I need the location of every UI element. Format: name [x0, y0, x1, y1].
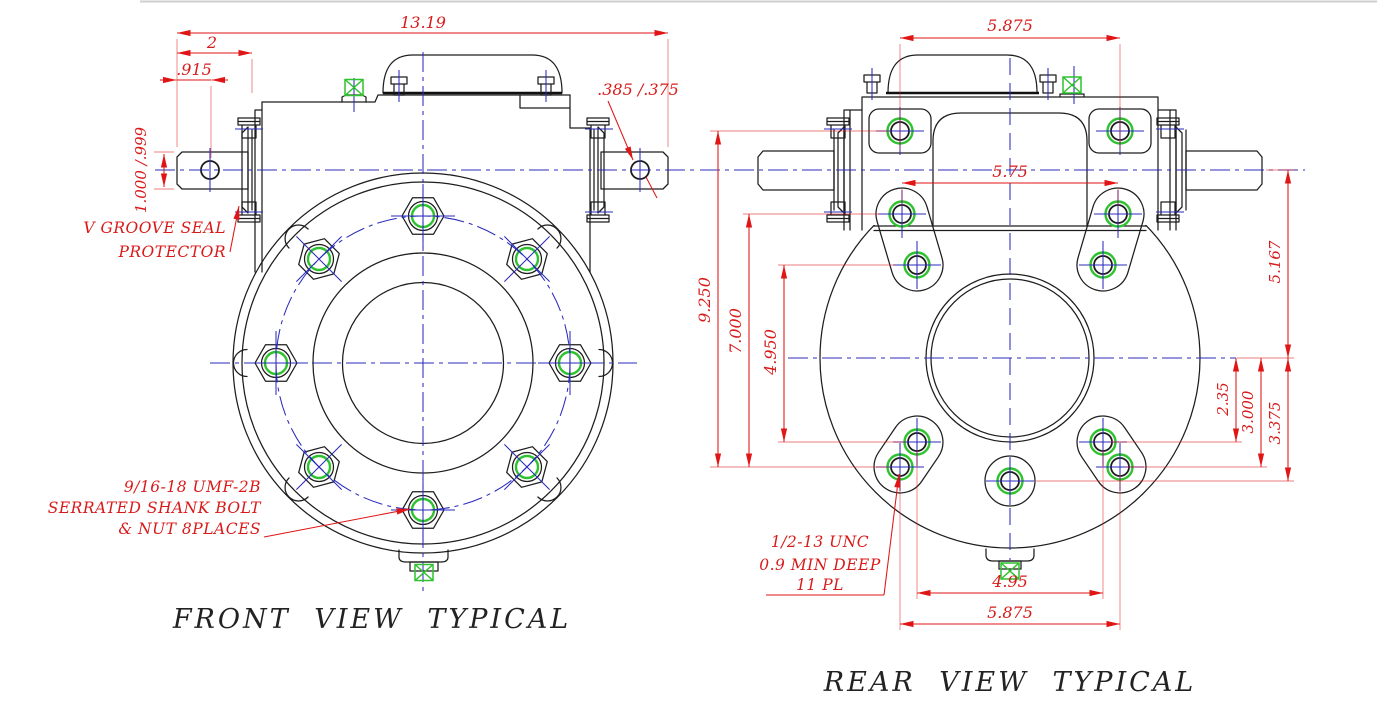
front-housing-top: [261, 94, 571, 111]
front-dim-cross-hole-diameter: .385 /.375: [597, 80, 679, 99]
front-drain-pedestal: [409, 561, 439, 572]
rear-upper-left-boss: [875, 187, 944, 292]
front-view-title: FRONT VIEW TYPICAL: [172, 604, 571, 635]
rear-dim-shaft-to-center-height: 5.167: [1266, 240, 1284, 283]
rear-dim-lower-outer-spacing: 5.875: [987, 603, 1033, 622]
front-left-flange-plate: [254, 109, 263, 273]
rear-dim-top-hole-spacing: 5.875: [987, 16, 1033, 35]
rear-bottom-hole-boss: [984, 455, 1036, 507]
front-dim-overall-width: 13.19: [400, 13, 446, 32]
front-extension-lines: [154, 39, 669, 190]
rear-dimensions: 5.875 5.75 9.250 7.000 4.950 5.167 2.35 …: [695, 16, 1292, 628]
rear-dim-center-to-lower-hole: 2.35: [1214, 382, 1232, 416]
rear-tap-note-line3: 11 PL: [796, 576, 844, 594]
rear-centerlines: [700, 58, 1305, 560]
front-right-shaft: [600, 151, 669, 190]
rear-vent-pedestal: [1059, 93, 1085, 98]
rear-dim-center-to-bottom-hole: 3.375: [1266, 402, 1284, 445]
front-dim-shaft-extension: 2: [206, 33, 217, 52]
rear-top-cover: [887, 54, 1038, 94]
rear-dim-lower-inner-spacing: 4.95: [991, 572, 1028, 591]
front-bolt-circle: [275, 215, 571, 511]
front-seal-note-line2: PROTECTOR: [117, 243, 226, 261]
rear-tap-note-line1: 1/2-13 UNC: [771, 533, 869, 551]
rear-upper-right-boss: [1076, 187, 1145, 292]
front-top-cover: [382, 54, 563, 94]
rear-view: 5.875 5.75 9.250 7.000 4.950 5.167 2.35 …: [695, 16, 1305, 698]
rear-lower-right-boss: [1076, 415, 1147, 494]
front-right-flange-plate: [519, 94, 591, 273]
rear-dim-inner-hole-height: 4.950: [761, 329, 780, 376]
rear-view-title: REAR VIEW TYPICAL: [823, 667, 1196, 698]
rear-lower-left-boss: [873, 415, 944, 494]
rear-drain-pedestal: [998, 560, 1022, 570]
front-dim-shaft-diameter: 1.000 /.999: [132, 126, 150, 213]
rear-dim-center-to-outer-hole: 3.000: [1239, 390, 1257, 433]
rear-extension-lines: [710, 44, 1294, 630]
front-bolt-note-line2: SERRATED SHANK BOLT: [48, 499, 262, 517]
front-left-flange-bolt: [237, 117, 261, 139]
rear-dim-overall-hole-height: 9.250: [695, 277, 714, 323]
front-seal-note-line1: V GROOVE SEAL: [83, 219, 226, 237]
front-bolt-note-line3: & NUT 8PLACES: [118, 520, 261, 538]
front-drain-plug: [414, 563, 434, 582]
front-dim-cross-hole-offset: .915: [176, 60, 212, 79]
rear-tap-note-line2: 0.9 MIN DEEP: [759, 556, 881, 574]
front-centerlines: [155, 52, 695, 592]
front-view: 13.19 2 .915 1.000 /.999 .385 /.375 V GR…: [48, 13, 695, 635]
front-bolt-note-line1: 9/16-18 UMF-2B: [124, 478, 261, 496]
rear-band-bottom: [873, 225, 1147, 232]
rear-dim-boss-hole-height: 7.000: [726, 308, 745, 354]
front-dimensions: 13.19 2 .915 1.000 /.999 .385 /.375 V GR…: [48, 13, 679, 538]
front-vent-plugs: [344, 78, 434, 582]
rear-dim-upper-boss-hole-spacing: 5.75: [992, 162, 1028, 181]
